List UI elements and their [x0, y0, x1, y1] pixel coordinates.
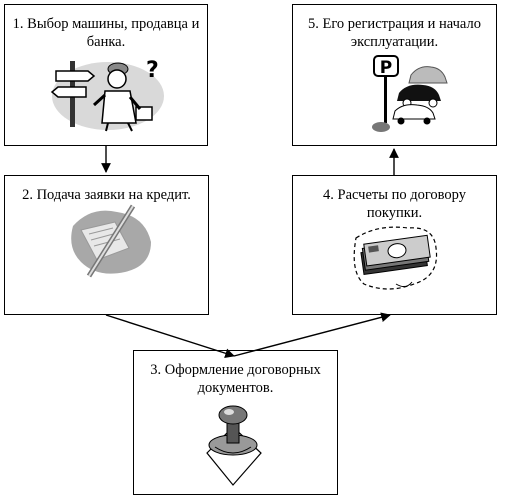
step-4-label: 4. Расчеты по договору покупки. [323, 187, 466, 221]
step-2-box: 2. Подача заявки на кредит. [4, 175, 209, 315]
step-1-label: 1. Выбор машины, продавца и банка. [12, 16, 200, 50]
step-4-box: 4. Расчеты по договору покупки. [292, 175, 497, 315]
step-5-label: 5. Его регистрация и начало эксплуатации… [307, 16, 481, 50]
parking-sign-letter: P [380, 58, 392, 78]
signpost-man-question-icon: ? [50, 58, 164, 132]
stamp-document-icon [206, 405, 262, 486]
parking-cars-icon: P [372, 55, 448, 132]
paper-pencil-icon [71, 204, 151, 278]
question-mark-glyph: ? [146, 58, 159, 83]
step-5-box: 5. Его регистрация и начало эксплуатации… [292, 4, 497, 146]
step-2-label: 2. Подача заявки на кредит. [22, 187, 191, 203]
money-stack-icon [353, 226, 438, 290]
step-3-label: 3. Оформление договорных документов. [150, 362, 321, 396]
step-1-box: 1. Выбор машины, продавца и банка. ? [4, 4, 208, 146]
step-3-box: 3. Оформление договорных документов. [133, 350, 338, 495]
